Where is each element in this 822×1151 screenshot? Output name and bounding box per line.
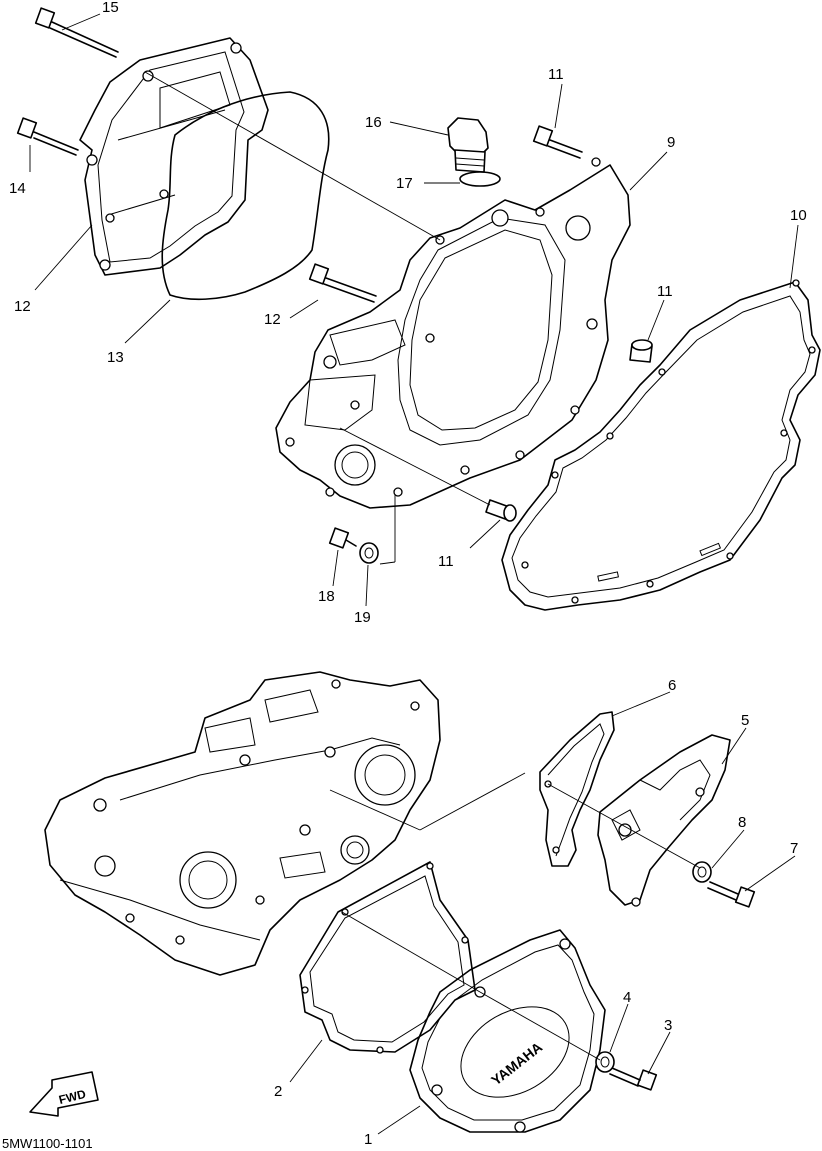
washer-21: [359, 542, 379, 564]
diagram-code: 5MW1100-1101: [2, 1136, 93, 1151]
gasket-6: [539, 711, 615, 867]
callout-11-lower: 11: [438, 553, 454, 570]
callout-2: 2: [274, 1083, 282, 1100]
crankcase-cover-1: YAMAHA: [409, 929, 606, 1133]
callout-4: 4: [623, 989, 631, 1006]
callout-8: 8: [738, 814, 746, 831]
yamaha-brand-label: YAMAHA: [488, 1039, 545, 1089]
callout-6: 6: [668, 677, 676, 694]
bolt-16: [16, 117, 79, 156]
callout-11-upper: 11: [657, 283, 673, 300]
callout-10: 10: [790, 207, 807, 224]
callout-3: 3: [664, 1017, 672, 1034]
callout-14: 12: [14, 298, 31, 315]
callout-15: 13: [107, 349, 124, 366]
callout-1: 1: [364, 1131, 372, 1148]
callout-19: 17: [396, 175, 413, 192]
dowel-pin-11-lower: [485, 499, 517, 522]
gasket-15: [161, 91, 330, 301]
drain-bolt-20: [328, 527, 357, 549]
crankcase-cover-9: [275, 157, 631, 509]
bolt-7: [707, 881, 756, 908]
bolt-12: [532, 125, 583, 159]
assembly-lines-top: [144, 71, 491, 565]
washer-4: [595, 1051, 615, 1073]
assembly-lines-bottom: [329, 772, 701, 1061]
crankcase: [44, 671, 441, 976]
callout-13: 12: [264, 311, 281, 328]
fwd-arrow-icon: FWD: [29, 1071, 99, 1117]
fwd-label: FWD: [57, 1087, 87, 1107]
leader-lines: [29, 13, 799, 1135]
callout-labels: 15 14 12 13 16 17 11 9 10 11 11 12 18 19…: [9, 0, 807, 1148]
bolt-3: [609, 1067, 658, 1091]
callout-9: 9: [667, 134, 675, 151]
bracket-5: [597, 734, 731, 907]
bolt-13: [308, 263, 377, 303]
washer-8: [692, 861, 712, 883]
callout-5: 5: [741, 712, 749, 729]
gasket-2: [299, 861, 476, 1054]
oil-filler-plug-18: [447, 117, 489, 173]
dowel-pin-11-upper: [629, 339, 653, 363]
o-ring-19: [459, 171, 501, 187]
callout-21: 19: [354, 609, 371, 626]
gasket-10: [501, 279, 821, 611]
clutch-cover-14: [79, 37, 269, 276]
callout-20: 18: [318, 588, 335, 605]
callout-17: 15: [102, 0, 119, 16]
callout-7: 7: [790, 840, 798, 857]
bolt-17: [34, 7, 119, 58]
callout-18: 16: [365, 114, 382, 131]
callout-16: 14: [9, 180, 26, 197]
callout-12: 11: [548, 66, 564, 83]
